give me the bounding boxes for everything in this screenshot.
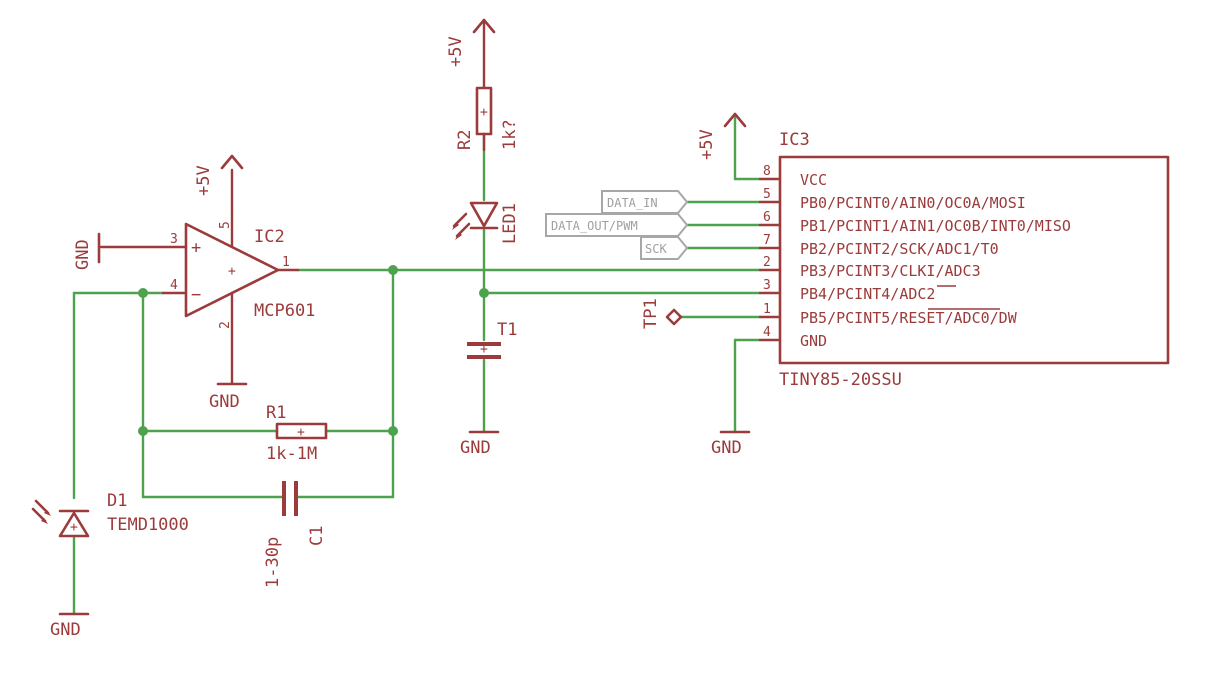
vcc-symbol-opamp: +5V <box>194 154 244 196</box>
gnd-symbol-d1: GND <box>50 612 90 640</box>
svg-text:SCK: SCK <box>645 242 667 256</box>
ic3-pin-name: PB2/PCINT2/SCK/ADC1/T0 <box>800 240 999 258</box>
d1-ref: D1 <box>107 491 127 511</box>
net-label-data-out-pwm: DATA_OUT/PWM <box>545 213 689 237</box>
opamp-ic2: + − + 3 4 1 5 2 IC2 MCP601 <box>99 168 315 385</box>
d1-value: TEMD1000 <box>107 515 189 535</box>
net-label-sck: SCK <box>640 236 689 260</box>
ic3-pin-num: 5 <box>763 187 771 202</box>
svg-text:+5V: +5V <box>194 165 214 196</box>
svg-text:+5V: +5V <box>446 36 466 67</box>
ic3-pin-name: PB0/PCINT0/AIN0/OC0A/MOSI <box>800 194 1026 212</box>
ic3-pin-num: 7 <box>763 233 771 248</box>
r1-ref: R1 <box>266 403 286 423</box>
svg-text:+: + <box>70 520 78 535</box>
ic3-pin-num: 4 <box>763 325 771 340</box>
tp1-ref: TP1 <box>641 298 661 329</box>
opamp-center-plus: + <box>228 264 236 279</box>
svg-text:GND: GND <box>711 438 742 458</box>
svg-text:DATA_OUT/PWM: DATA_OUT/PWM <box>551 219 638 233</box>
t1-ref: T1 <box>497 320 517 340</box>
opamp-value: MCP601 <box>254 301 315 321</box>
ic3-pin-name: VCC <box>800 171 827 189</box>
ic3-pin-num: 8 <box>763 164 771 179</box>
ic3-pin-num: 6 <box>763 210 771 225</box>
capacitor-c1: C1 1-30p <box>263 481 327 588</box>
ic3-pin-name: PB4/PCINT4/ADC2 <box>800 285 935 303</box>
ic3-ref: IC3 <box>779 130 810 150</box>
ic3-attiny85: IC3 TINY85-20SSU 8 5 6 7 2 3 1 4 VCC PB0… <box>758 130 1170 390</box>
opamp-pin-1: 1 <box>282 255 290 270</box>
ic3-pin-name: GND <box>800 332 827 350</box>
gnd-symbol-ic3: GND <box>711 430 751 458</box>
r2-ref: R2 <box>455 130 475 150</box>
resistor-r2: + R2 1k? <box>455 86 520 152</box>
junctions <box>138 265 489 436</box>
ic3-pin-name: PB5/PCINT5/RESET/ADC0/DW <box>800 309 1018 327</box>
ic3-pin-num: 3 <box>763 278 771 293</box>
opamp-pin-2: 2 <box>218 321 233 329</box>
gnd-symbol-opamp-input: GND <box>73 232 101 270</box>
ic3-pin-name: PB3/PCINT3/CLKI/ADC3 <box>800 262 981 280</box>
vcc-symbol-ic3: +5V <box>697 112 747 160</box>
svg-text:+: + <box>480 105 488 120</box>
opamp-pin-5: 5 <box>218 221 233 229</box>
opamp-ref: IC2 <box>254 227 285 247</box>
svg-text:+: + <box>480 342 488 357</box>
opamp-plus-sign: + <box>191 238 201 258</box>
sensor-t1: + T1 <box>467 320 517 359</box>
testpoint-tp1: TP1 <box>641 298 683 329</box>
c1-ref: C1 <box>307 526 327 546</box>
led-led1: LED1 <box>452 201 520 244</box>
opamp-pin-4: 4 <box>170 278 178 293</box>
opamp-minus-sign: − <box>191 285 201 305</box>
svg-text:GND: GND <box>50 620 81 640</box>
svg-text:+: + <box>297 425 305 440</box>
opamp-pin-3: 3 <box>170 232 178 247</box>
vcc-symbol-r2: +5V <box>446 18 496 90</box>
svg-text:GND: GND <box>209 392 240 412</box>
wires <box>72 112 762 616</box>
svg-text:GND: GND <box>460 438 491 458</box>
r1-value: 1k-1M <box>266 444 317 464</box>
svg-text:GND: GND <box>73 239 93 270</box>
ic3-pin-name: PB1/PCINT1/AIN1/OC0B/INT0/MISO <box>800 217 1071 235</box>
ic3-value: TINY85-20SSU <box>779 370 902 390</box>
led1-ref: LED1 <box>500 203 520 244</box>
ic3-pin-num: 1 <box>763 302 771 317</box>
svg-text:DATA_IN: DATA_IN <box>607 196 658 210</box>
net-labels: DATA_IN DATA_OUT/PWM SCK <box>545 190 689 260</box>
r2-value: 1k? <box>500 119 520 150</box>
c1-value: 1-30p <box>263 537 283 588</box>
gnd-symbol-opamp: GND <box>209 382 248 412</box>
gnd-symbol-t1: GND <box>460 430 500 458</box>
net-label-data-in: DATA_IN <box>601 190 689 214</box>
svg-text:+5V: +5V <box>697 129 717 160</box>
ic3-pin-num: 2 <box>763 255 771 270</box>
resistor-r1: + R1 1k-1M <box>266 403 328 464</box>
photodiode-d1: + D1 TEMD1000 <box>31 491 189 538</box>
